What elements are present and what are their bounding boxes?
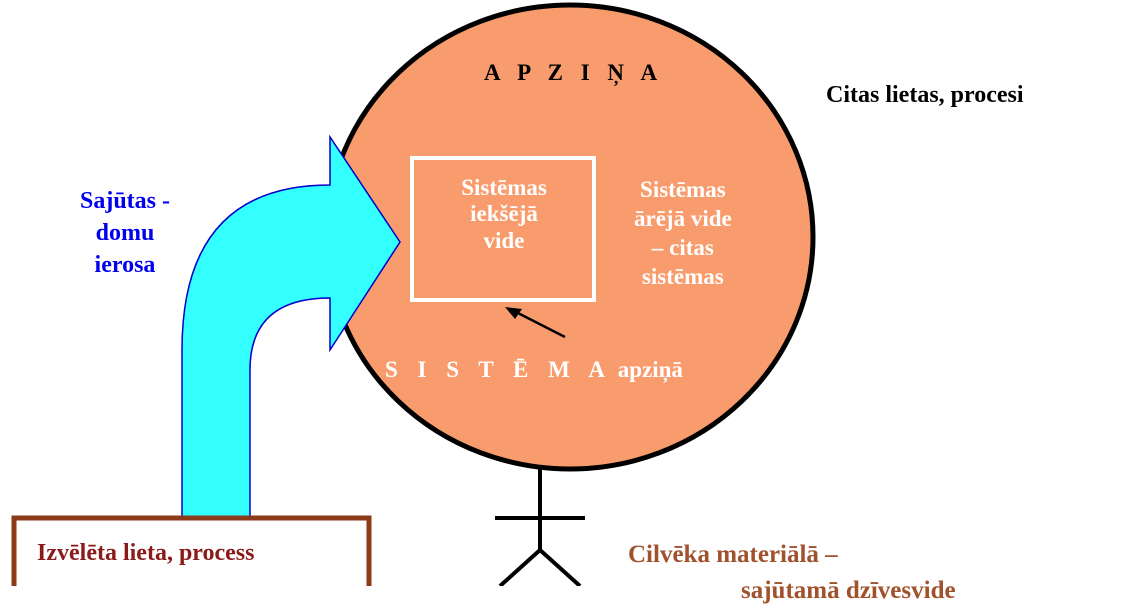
inner-environment-box — [410, 156, 596, 302]
inner-environment-line: Sistēmas — [461, 175, 547, 200]
chosen-thing-box — [11, 515, 372, 586]
outer-environment-line: Sistēmas — [640, 177, 726, 202]
inner-environment-line: iekšējā — [470, 201, 538, 227]
outer-environment-line: sistēmas — [641, 264, 724, 289]
outer-environment-line: ārējā vide — [634, 206, 732, 231]
sensation-arrow — [181, 134, 401, 519]
human-figure — [495, 469, 585, 586]
pointer-arrow — [511, 308, 566, 339]
pointer-arrow-head — [505, 307, 522, 319]
material-environment-label: Cilvēka materiālā – sajūtamā dzīvesvide — [628, 537, 956, 609]
diagram-canvas — [11, 2, 816, 586]
sensations-line: ierosa — [94, 252, 156, 278]
chosen-thing-label: Izvēlēta lieta, process — [37, 540, 255, 566]
system-word: S I S T Ē M A — [385, 357, 612, 382]
environment-line-2: sajūtamā dzīvesvide — [741, 577, 956, 604]
sensations-line: domu — [95, 220, 155, 246]
consciousness-title: A P Z I Ņ A — [484, 60, 664, 85]
sensations-line: Sajūtas - — [79, 188, 170, 214]
environment-line-1: Cilvēka materiālā – — [628, 541, 838, 568]
system-suffix: apziņā — [617, 357, 683, 382]
inner-environment-label: Sistēmas iekšējā vide — [423, 175, 585, 254]
other-things-label: Citas lietas, procesi — [826, 82, 1024, 108]
sensations-label: Sajūtas - domu ierosa — [50, 185, 200, 281]
system-in-consciousness-label: S I S T Ē M A apziņā — [385, 357, 683, 383]
outer-environment-line: – citas — [651, 235, 714, 260]
inner-environment-line: vide — [483, 227, 525, 253]
outer-environment-label: Sistēmas ārējā vide – citas sistēmas — [634, 175, 732, 291]
